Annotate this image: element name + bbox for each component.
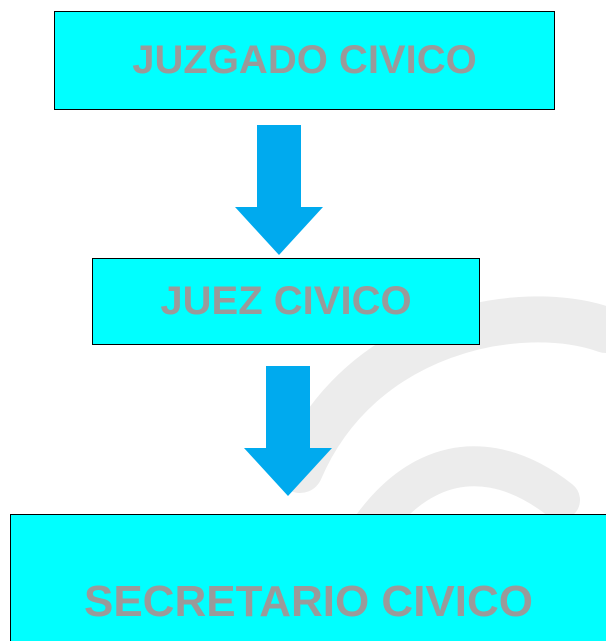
juzgado-civico-box: JUZGADO CIVICO (54, 11, 555, 110)
down-arrow-shape (244, 366, 332, 496)
juzgado-civico-label: JUZGADO CIVICO (132, 38, 477, 82)
down-arrow-shape (235, 125, 323, 255)
juez-civico-label: JUEZ CIVICO (160, 279, 412, 323)
juez-civico-box: JUEZ CIVICO (92, 258, 480, 345)
down-arrow-icon (244, 366, 332, 496)
down-arrow-icon (235, 125, 323, 255)
secretario-civico-box: SECRETARIO CIVICO (10, 514, 606, 641)
secretario-civico-label: SECRETARIO CIVICO (83, 577, 533, 626)
